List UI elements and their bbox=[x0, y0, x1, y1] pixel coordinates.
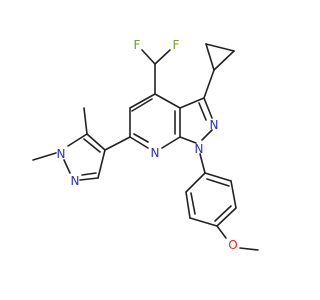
atom-fluorine-1: F bbox=[134, 38, 141, 52]
bond-chf2-f2 bbox=[154, 49, 171, 65]
atom-nitrogen-dimethylpyrazole-2: N bbox=[71, 174, 80, 188]
bond-pz-n1-methyl bbox=[32, 152, 57, 161]
bond-ar-2 bbox=[230, 180, 237, 209]
bond-ar-3 bbox=[216, 207, 237, 227]
bond-pz-n2-c3 bbox=[79, 177, 99, 181]
bond-n2-n1 bbox=[201, 129, 213, 141]
atom-nitrogen-pyridine: N bbox=[151, 146, 160, 160]
bond-n1-c7a bbox=[179, 136, 197, 144]
bond-ar-6 bbox=[185, 172, 206, 193]
bond-c3a-c3 bbox=[179, 97, 205, 109]
bond-ar-5 bbox=[185, 191, 191, 219]
bond-c3-n2 bbox=[203, 97, 213, 119]
bond-c3a-c4 bbox=[154, 93, 181, 109]
bond-n1-aryl bbox=[199, 153, 206, 174]
atom-oxygen-methoxy: O bbox=[228, 238, 237, 252]
bond-pz-c5-methyl bbox=[83, 107, 88, 135]
bond-pz-n2-c3-double bbox=[81, 172, 97, 176]
bond-ar-1-double bbox=[206, 178, 230, 187]
bond-layer bbox=[32, 43, 259, 251]
bond-o-ch3 bbox=[239, 247, 259, 251]
molecule-svg: F F N N N N N O bbox=[32, 38, 259, 252]
bond-c6-pz bbox=[104, 136, 131, 151]
bond-pz-c4-c5 bbox=[86, 133, 106, 151]
bond-cp-a bbox=[205, 43, 215, 71]
bond-ar-o bbox=[216, 225, 227, 239]
atom-nitrogen-pyrazole-n1: N bbox=[195, 142, 204, 156]
bond-c6-npy-double bbox=[133, 133, 149, 143]
atom-fluorine-2: F bbox=[173, 38, 180, 52]
bond-cp-b bbox=[213, 50, 235, 71]
bond-c3-cp bbox=[203, 69, 215, 99]
bond-chf2-f1 bbox=[141, 49, 156, 65]
atom-labels: F F N N N N N O bbox=[57, 38, 238, 252]
bond-pz-n1-n2 bbox=[63, 159, 71, 174]
bond-ar-3-double bbox=[214, 205, 232, 222]
atom-nitrogen-dimethylpyrazole-1: N bbox=[57, 147, 66, 161]
molecule-structure-diagram: F F N N N N N O bbox=[32, 38, 259, 252]
bond-cp-c bbox=[205, 43, 235, 52]
bond-c4-c5-double bbox=[131, 98, 153, 112]
bond-pz-c5-n1 bbox=[67, 133, 88, 147]
bond-pz-c3-c4 bbox=[97, 149, 106, 179]
bond-c6-npy bbox=[129, 136, 149, 149]
bond-npy-c7a bbox=[161, 136, 181, 149]
bond-ar-1 bbox=[204, 172, 232, 182]
bond-pz-c4-c5-double bbox=[83, 138, 101, 153]
bond-ar-4 bbox=[189, 217, 218, 227]
bond-c3-n2-double bbox=[198, 102, 207, 121]
bond-ar-5-double bbox=[190, 192, 196, 215]
bond-c4-c5 bbox=[129, 93, 156, 109]
atom-nitrogen-pyrazole-n2: N bbox=[210, 118, 219, 132]
